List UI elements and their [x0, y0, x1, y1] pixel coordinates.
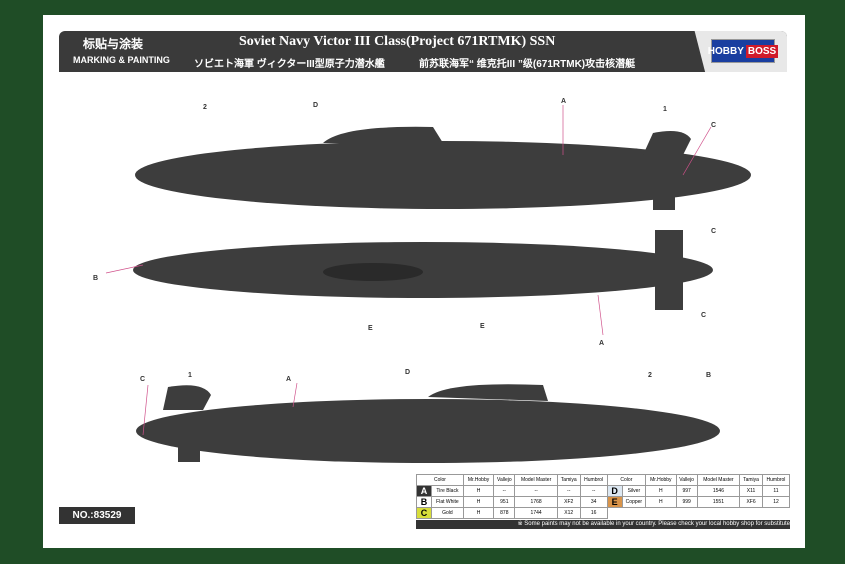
callout-label: B: [706, 372, 711, 379]
callout-label: A: [286, 376, 291, 383]
callout-label: C: [711, 228, 716, 235]
callout-label: C: [711, 122, 716, 129]
callout-label: A: [599, 340, 604, 347]
en-label: MARKING & PAINTING: [73, 55, 170, 65]
callout-label: C: [701, 312, 706, 319]
header-bar: 标贴与涂装 MARKING & PAINTING Soviet Navy Vic…: [59, 31, 787, 72]
top-view: [133, 230, 713, 310]
callout-label: 2: [203, 104, 207, 111]
callout-label: 1: [663, 106, 667, 113]
side-view-2: [136, 384, 720, 463]
product-number: NO.:83529: [59, 507, 135, 524]
callout-label: D: [313, 102, 318, 109]
callout-label: E: [368, 325, 373, 332]
callout-label: A: [561, 98, 566, 105]
callout-label: 1: [188, 372, 192, 379]
callout-label: D: [405, 369, 410, 376]
callout-label: B: [93, 275, 98, 282]
subtitle-cn: 前苏联海军“ 维克托III ”级(671RTMK)攻击核潜艇: [419, 59, 636, 70]
instruction-sheet: 标贴与涂装 MARKING & PAINTING Soviet Navy Vic…: [43, 15, 805, 548]
callout-label: 2: [648, 372, 652, 379]
submarine-drawings: 2 D A 1 C B C E A C A E D 1 2 B C: [93, 98, 751, 463]
callout-label: C: [140, 376, 145, 383]
callout-label: E: [480, 323, 485, 330]
cn-label: 标贴与涂装: [83, 37, 144, 51]
subtitle-jp: ソビエト海軍 ヴィクターIII型原子力潜水艦: [194, 59, 385, 70]
paint-note: ※ Some paints may not be available in yo…: [416, 520, 790, 529]
page-title: Soviet Navy Victor III Class(Project 671…: [239, 34, 556, 49]
side-view-1: [135, 126, 751, 210]
